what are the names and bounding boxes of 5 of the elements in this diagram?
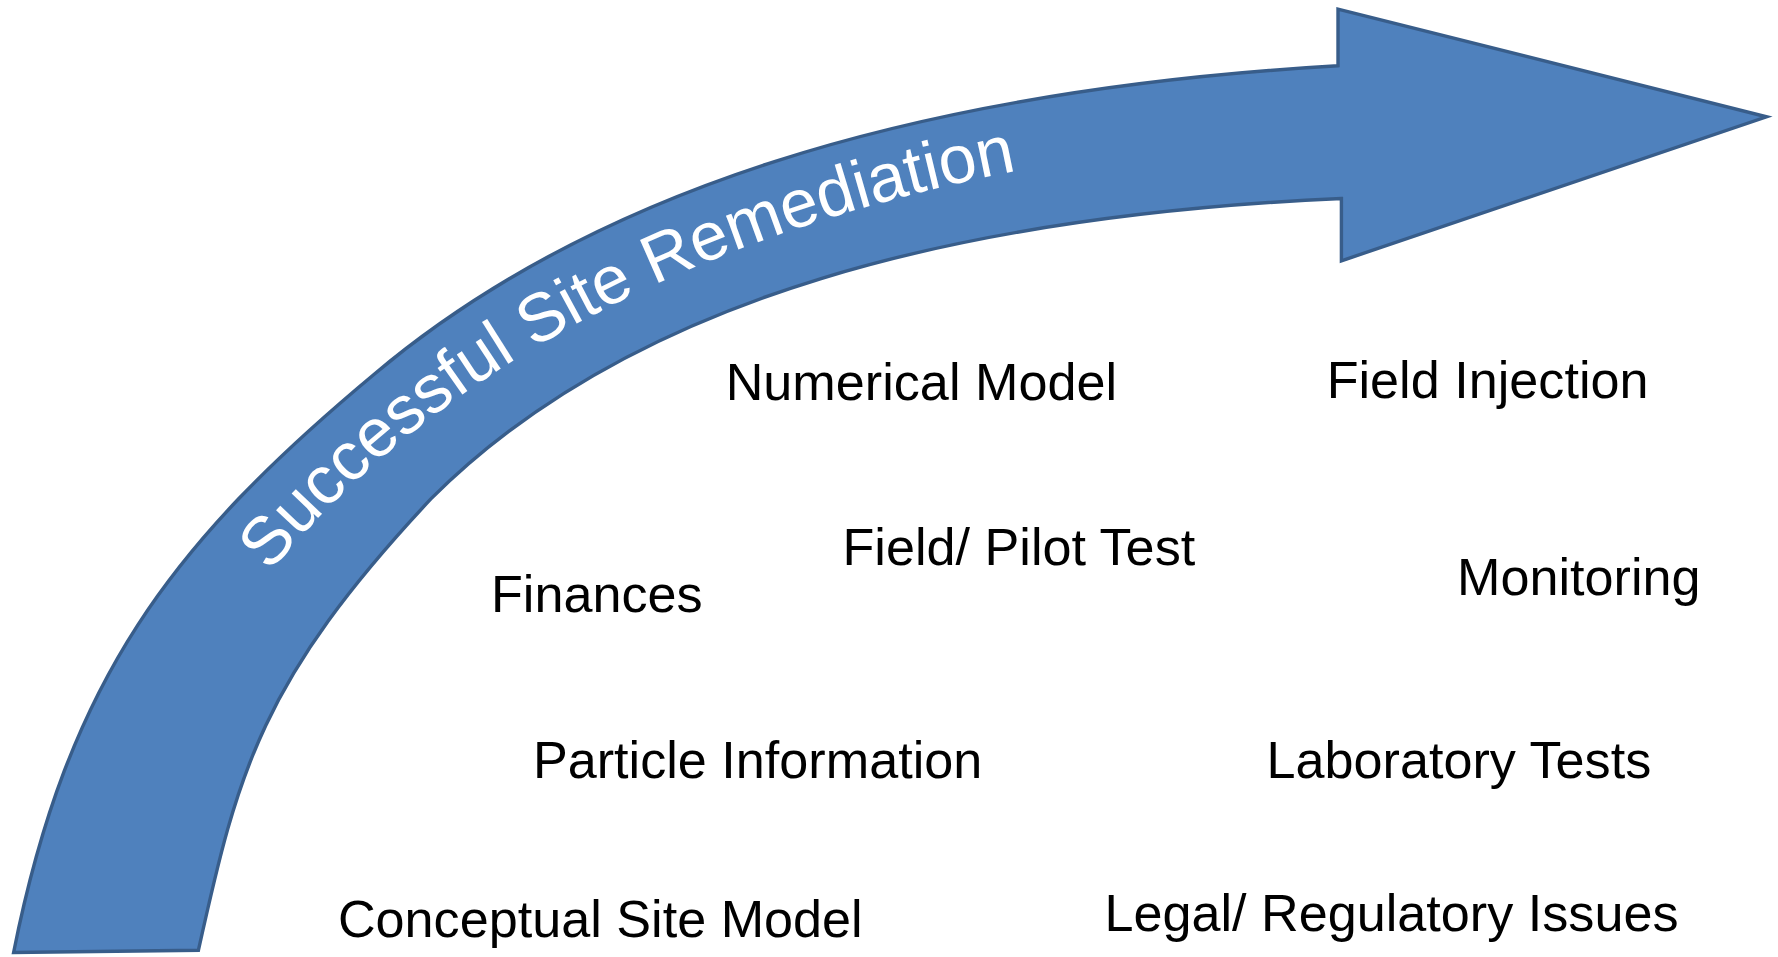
factor-label: Numerical Model <box>725 356 1118 409</box>
factor-label: Particle Information <box>532 733 983 786</box>
factor-label: Field/ Pilot Test <box>842 520 1196 573</box>
factor-label: Finances <box>491 568 703 621</box>
factor-label: Monitoring <box>1457 551 1701 604</box>
